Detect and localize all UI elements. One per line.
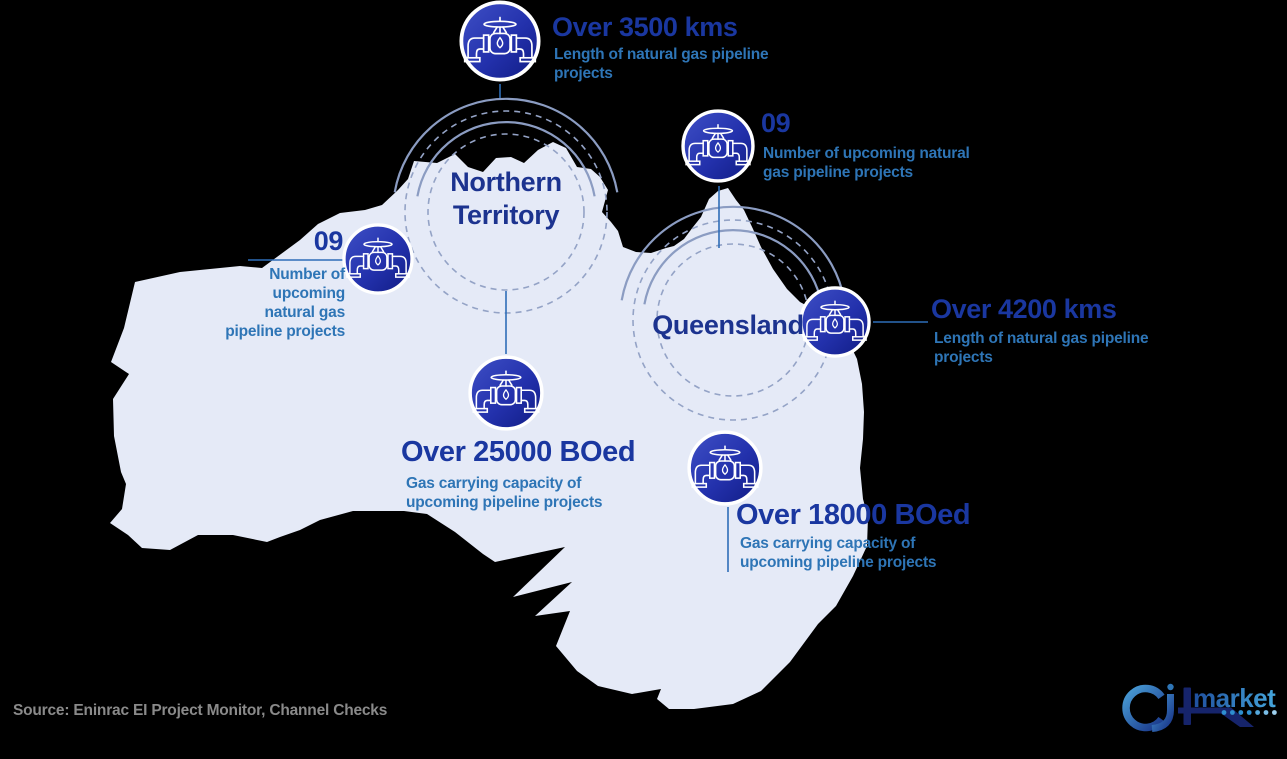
stat-value-nt-pipeline-length: Over 3500 kms: [552, 12, 738, 42]
logo-text: market: [1193, 683, 1276, 713]
connector-lines: [248, 84, 928, 572]
region-label-line1: Northern: [450, 167, 562, 197]
region-label-line2: Territory: [452, 200, 560, 230]
stat-label-qld-project-count: Number of upcoming natural gas pipeline …: [763, 145, 970, 181]
pipeline-valve-icon: [342, 223, 414, 295]
stat-value-qld-pipeline-length: Over 4200 kms: [931, 294, 1117, 324]
stat-value-nt-project-count: 09: [313, 226, 344, 256]
region-label-queensland: Queensland: [652, 310, 804, 340]
ripple-rings-northern-territory: [393, 97, 619, 314]
stat-value-nt-gas-capacity: Over 25000 BOed: [401, 436, 636, 468]
pipeline-valve-icon: [681, 109, 755, 183]
stat-value-qld-project-count: 09: [761, 108, 791, 138]
logo-flag: [1178, 707, 1254, 727]
stat-label-nt-gas-capacity: Gas carrying capacity of upcoming pipeli…: [406, 475, 603, 511]
stat-label-qld-pipeline-length: Length of natural gas pipeline projects: [934, 330, 1149, 366]
stat-label-nt-pipeline-length: Length of natural gas pipeline projects: [554, 46, 769, 82]
brand-logo: market: [1122, 683, 1277, 732]
logo-i-dot: [1167, 683, 1174, 691]
pipeline-valve-icon: [459, 0, 541, 82]
stat-label-nt-project-count: Number of upcoming natural gas pipeline …: [225, 266, 345, 340]
logo-e-glyph: [1122, 684, 1165, 732]
pipeline-valve-icon: [687, 430, 763, 506]
source-note: Source: Eninrac EI Project Monitor, Chan…: [13, 702, 388, 719]
region-label-northern-territory: Northern Territory: [406, 166, 606, 232]
stat-label-qld-gas-capacity: Gas carrying capacity of upcoming pipeli…: [740, 535, 937, 571]
logo-j-glyph: [1151, 694, 1174, 732]
logo-i-bar: [1183, 687, 1191, 725]
stat-value-qld-gas-capacity: Over 18000 BOed: [736, 499, 971, 531]
pipeline-valve-icon: [468, 355, 544, 431]
logo-dots: [1221, 710, 1277, 715]
